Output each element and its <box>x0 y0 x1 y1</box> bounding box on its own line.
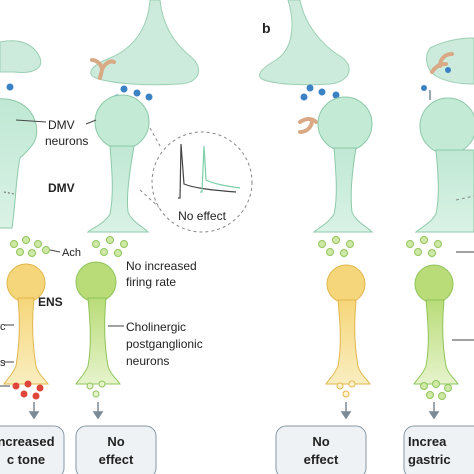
ens-neuron-yellow <box>3 263 49 385</box>
dmv-neuron-1 <box>0 98 38 229</box>
cholinergic-label-1: Cholinergic <box>126 320 186 334</box>
ach-dots-left: Ach <box>10 236 128 259</box>
left-fragment-2: s <box>0 357 6 369</box>
left-fragment-1: c <box>0 321 6 333</box>
ens-neuron-green-left <box>75 261 121 385</box>
cholinergic-label-3: neurons <box>126 354 169 368</box>
svg-text:c tone: c tone <box>7 452 45 467</box>
svg-text:Increa: Increa <box>408 434 447 449</box>
ens-label: ENS <box>38 295 63 309</box>
outcome-box-3: No effect <box>275 425 367 474</box>
svg-text:gastric: gastric <box>408 452 451 467</box>
dmv-neuron-b1 <box>312 96 374 233</box>
outcome-box-2: No effect <box>75 425 157 474</box>
svg-text:effect: effect <box>99 452 134 467</box>
presynaptic-terminal-b1 <box>259 0 350 86</box>
release-dots-b <box>336 380 452 400</box>
blue-dots-b <box>300 67 451 101</box>
ens-neuron-green-b <box>413 264 474 385</box>
cholinergic-label-2: postganglionic <box>126 337 203 351</box>
svg-text:No: No <box>312 434 329 449</box>
presynaptic-terminal-left <box>90 0 200 86</box>
receptors-b <box>298 52 454 134</box>
firing-rate-inset: No effect <box>139 127 253 233</box>
ach-dots-b <box>318 236 474 257</box>
dmv-neurons-label-1: DMV <box>48 118 75 132</box>
outcome-box-1: ncreased c tone <box>0 425 65 474</box>
ach-label: Ach <box>62 247 81 259</box>
dmv-neuron-2 <box>86 94 150 233</box>
outcome-box-4: Increa gastric <box>403 425 474 474</box>
outcome-arrows <box>28 402 440 420</box>
dmv-neurons-label-2: neurons <box>45 134 88 148</box>
no-increase-label-1: No increased <box>126 259 197 273</box>
receptor-left <box>90 58 116 80</box>
release-dots-left <box>0 380 106 400</box>
presynaptic-terminal-far-left <box>0 40 42 73</box>
presynaptic-terminal-b2 <box>426 37 474 85</box>
svg-text:effect: effect <box>304 452 339 467</box>
no-increase-label-2: firing rate <box>126 275 176 289</box>
dmv-neuron-b2 <box>414 97 474 233</box>
inset-caption: No effect <box>178 209 226 223</box>
dmv-label: DMV <box>48 181 75 195</box>
ens-neuron-yellow-b <box>325 264 371 385</box>
svg-text:ncreased: ncreased <box>0 434 55 449</box>
panel-b-letter: b <box>262 20 271 36</box>
svg-text:No: No <box>107 434 124 449</box>
dmv-neurons-label-group: DMV neurons DMV <box>3 118 97 195</box>
